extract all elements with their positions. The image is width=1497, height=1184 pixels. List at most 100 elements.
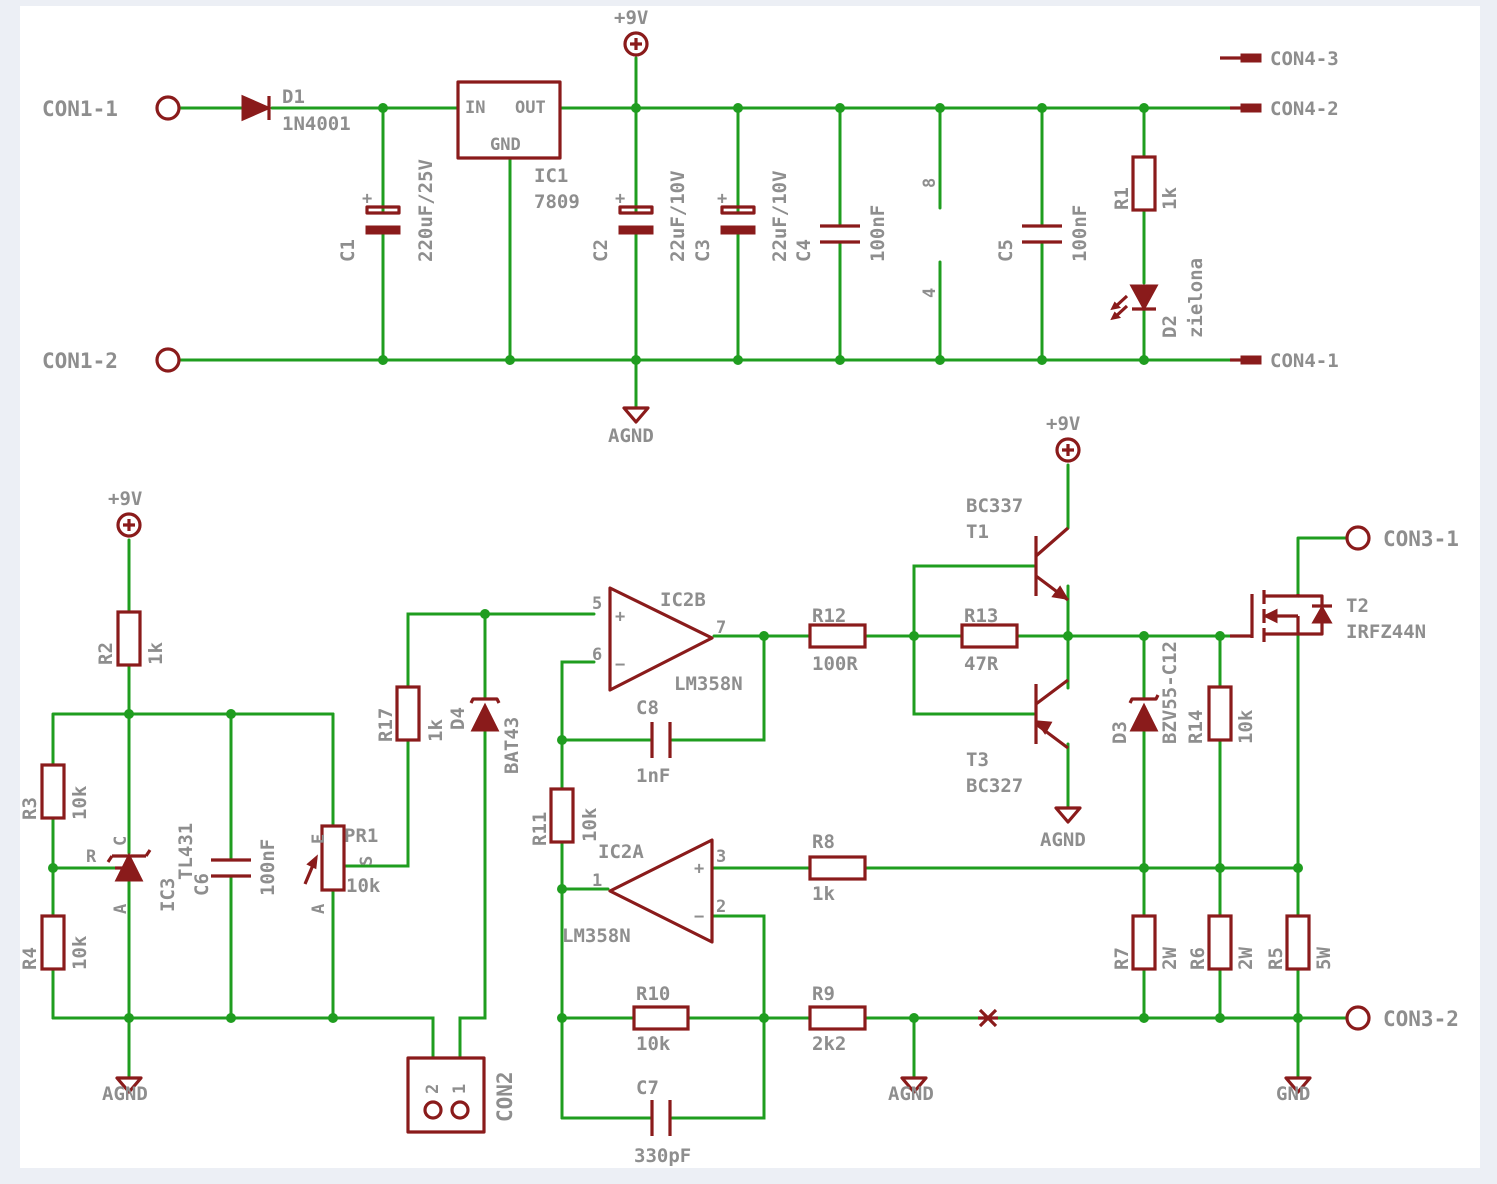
ic3-pin-a: A — [111, 904, 131, 914]
vcc-t1-label: +9V — [1046, 413, 1080, 435]
shunt-regulator-ic3: R C A IC3 TL431 — [86, 823, 197, 914]
r3-value: 10k — [69, 785, 91, 820]
ic1-out-pin: OUT — [515, 98, 546, 118]
schematic-sheet — [20, 6, 1480, 1168]
ic3-name: IC3 — [157, 878, 179, 912]
c3-value: 22uF/10V — [769, 170, 791, 262]
t1-value: BC337 — [966, 495, 1023, 517]
resistor-r3: R3 10k — [19, 763, 91, 820]
capacitor-c1: + C1 220uF/25V — [337, 159, 437, 262]
r13-value: 47R — [964, 653, 999, 675]
agnd-top-label: AGND — [608, 425, 654, 447]
vcc-top-symbol: +9V — [614, 7, 649, 57]
con1-2-terminal: CON1-2 — [42, 347, 181, 373]
c1-value: 220uF/25V — [415, 159, 437, 262]
r1-name: R1 — [1111, 187, 1133, 210]
r8-value: 1k — [812, 883, 835, 905]
resistor-r8: R8 1k — [808, 831, 867, 905]
ic3-pin-c: C — [111, 836, 131, 846]
t3-name: T3 — [966, 749, 989, 771]
capacitor-c8: C8 1nF — [636, 697, 672, 787]
t2-value: IRFZ44N — [1346, 621, 1426, 643]
ic1-value: 7809 — [534, 191, 580, 213]
agnd-symbol-t3: AGND — [1040, 806, 1086, 851]
resistor-r6: R6 2W — [1187, 914, 1257, 971]
d1-name: D1 — [282, 86, 305, 108]
r2-name: R2 — [95, 642, 117, 665]
r5-value: 5W — [1313, 947, 1335, 970]
vcc-left-symbol: +9V — [108, 488, 142, 538]
r3-name: R3 — [19, 797, 41, 820]
vcc-top-label: +9V — [614, 7, 648, 29]
resistor-r10: R10 10k — [632, 983, 690, 1055]
ic1-name: IC1 — [534, 165, 568, 187]
led-d2: D2 zielona — [1110, 258, 1207, 338]
pr1-value: 10k — [346, 875, 381, 897]
svg-text:+: + — [615, 189, 625, 209]
mosfet-t2: T2 IRFZ44N — [1230, 590, 1426, 643]
con3-2-terminal: CON3-2 — [1345, 1005, 1459, 1031]
r17-value: 1k — [425, 719, 447, 742]
capacitor-c5: C5 100nF — [995, 205, 1091, 262]
potentiometer-pr1: E S A PR1 10k — [303, 824, 381, 914]
c5-value: 100nF — [1069, 205, 1091, 262]
ic2a-name: IC2A — [598, 841, 644, 863]
agnd-symbol-top: AGND — [608, 406, 654, 447]
c2-value: 22uF/10V — [667, 170, 689, 262]
opamp-ic2b: + − 5 6 7 IC2B LM358N — [592, 586, 743, 695]
ic2a-pin1: 1 — [592, 871, 602, 891]
resistor-r7: R7 2W — [1111, 914, 1181, 971]
ic1-in-pin: IN — [465, 98, 485, 118]
resistor-r9: R9 2k2 — [808, 983, 867, 1055]
con4-terminals: CON4-3 CON4-2 CON4-1 — [1220, 48, 1339, 372]
svg-text:+: + — [615, 607, 625, 627]
c7-value: 330pF — [634, 1145, 691, 1167]
con1-1-terminal: CON1-1 — [42, 95, 181, 121]
con4-2-label: CON4-2 — [1270, 98, 1339, 120]
d4-value: BAT43 — [501, 717, 523, 774]
r13-name: R13 — [964, 605, 998, 627]
pr1-pin-a: A — [309, 904, 329, 914]
resistor-r1: R1 1k — [1111, 155, 1181, 212]
wires — [51, 56, 1348, 1120]
agnd-symbol-bottom: AGND — [888, 1076, 934, 1105]
r12-name: R12 — [812, 605, 846, 627]
r6-value: 2W — [1235, 947, 1257, 970]
svg-text:+: + — [717, 189, 727, 209]
resistor-r13: R13 47R — [960, 605, 1019, 675]
r2-value: 1k — [145, 642, 167, 665]
svg-text:−: − — [694, 907, 704, 927]
c4-name: C4 — [793, 239, 815, 262]
capacitor-c2: + C2 22uF/10V — [590, 170, 689, 262]
schottky-diode-d4: D4 BAT43 — [447, 697, 523, 774]
d3-name: D3 — [1109, 721, 1131, 744]
r14-name: R14 — [1185, 710, 1207, 744]
r11-name: R11 — [529, 812, 551, 846]
ic1-gnd-pin: GND — [490, 135, 521, 155]
ic2b-pin7: 7 — [716, 618, 726, 638]
resistor-r11: R11 10k — [529, 787, 601, 846]
ic3-value: TL431 — [175, 823, 197, 880]
c6-value: 100nF — [257, 839, 279, 896]
r6-name: R6 — [1187, 947, 1209, 970]
c1-name: C1 — [337, 239, 359, 262]
r7-value: 2W — [1159, 947, 1181, 970]
diode-d1: D1 1N4001 — [241, 86, 351, 135]
resistor-r5: R5 5W — [1265, 914, 1335, 971]
con4-3-label: CON4-3 — [1270, 48, 1339, 70]
r4-value: 10k — [69, 935, 91, 970]
d1-value: 1N4001 — [282, 113, 351, 135]
pr1-name: PR1 — [344, 825, 378, 847]
con4-1-label: CON4-1 — [1270, 350, 1339, 372]
vcc-left-label: +9V — [108, 488, 142, 510]
capacitor-c7: C7 330pF — [634, 1077, 691, 1167]
pr1-pin-s: S — [357, 856, 377, 866]
c8-name: C8 — [636, 697, 659, 719]
r5-name: R5 — [1265, 947, 1287, 970]
ic2a-value: LM358N — [562, 925, 631, 947]
t1-name: T1 — [966, 521, 989, 543]
r10-name: R10 — [636, 983, 670, 1005]
r14-value: 10k — [1235, 709, 1257, 744]
resistor-r17: R17 1k — [375, 685, 447, 742]
